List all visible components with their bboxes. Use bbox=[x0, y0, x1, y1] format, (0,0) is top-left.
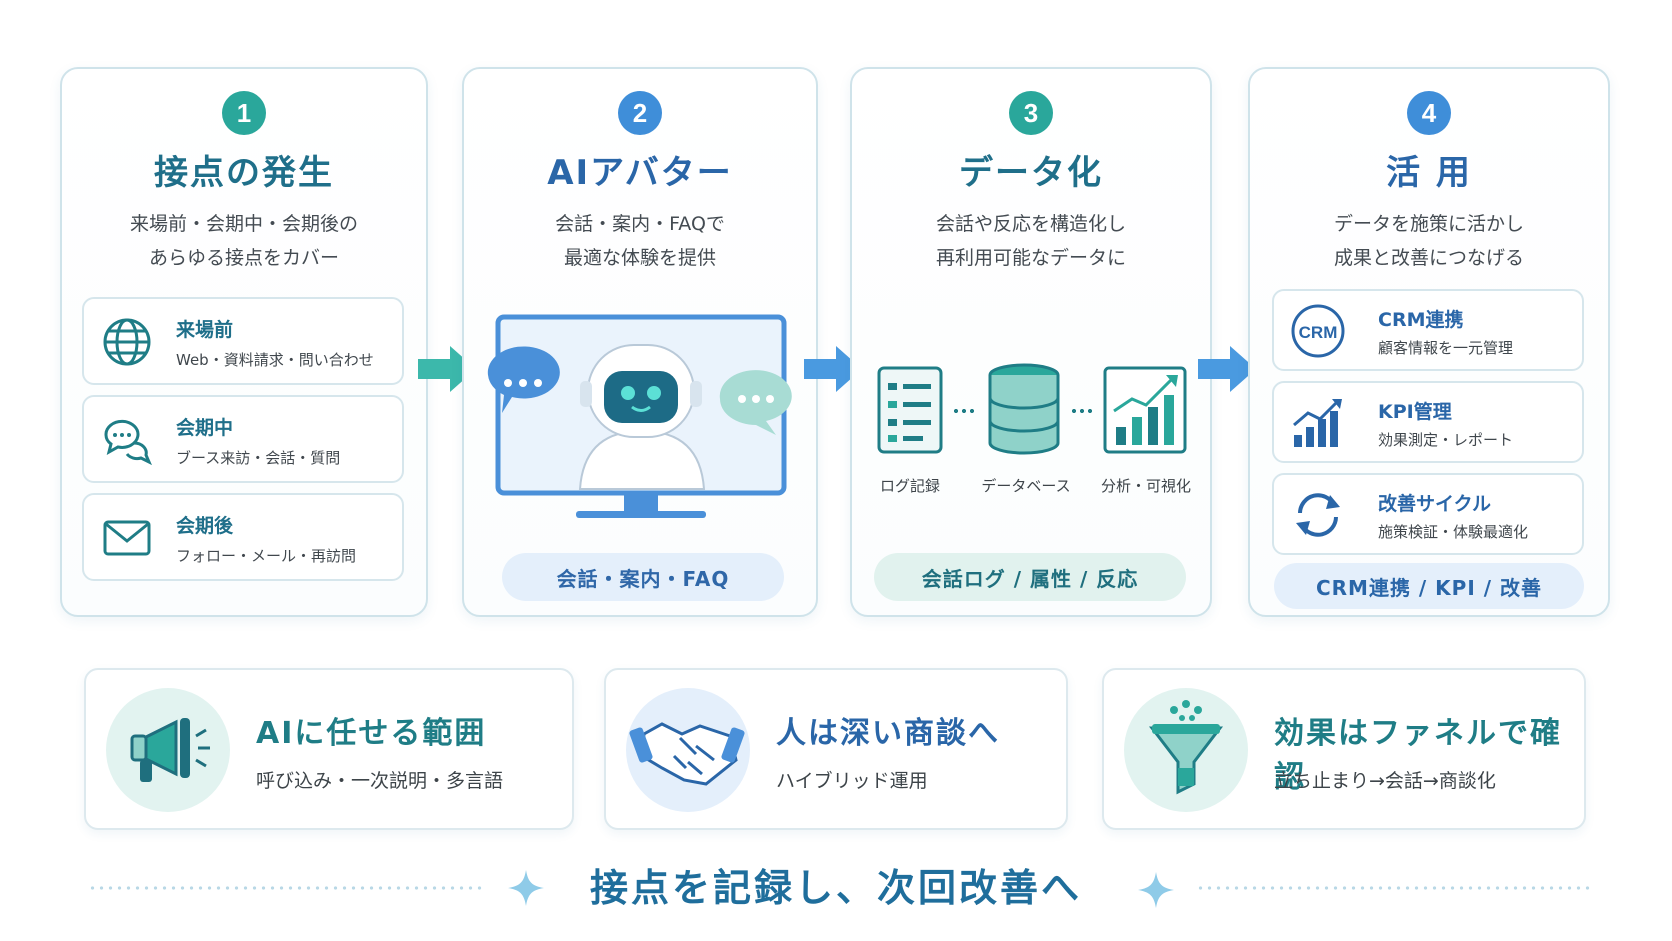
stage-desc-line: あらゆる接点をカバー bbox=[148, 247, 339, 269]
feature-sub: 呼び込み・一次説明・多言語 bbox=[256, 770, 504, 792]
use-item-kpi: KPI管理 効果測定・レポート bbox=[1272, 381, 1584, 463]
footer-dotted-line-right bbox=[1196, 886, 1592, 890]
feature-icon-circle bbox=[106, 688, 230, 812]
stage-card-utilization: 4 活 用 データを施策に活かし 成果と改善につなげる CRM CRM連携 顧客… bbox=[1248, 67, 1610, 617]
arrow-right-icon bbox=[1198, 346, 1256, 392]
globe-icon bbox=[103, 318, 151, 366]
data-step-label: 分析・可視化 bbox=[1100, 477, 1191, 495]
stage-description: 来場前・会期中・会期後の あらゆる接点をカバー bbox=[62, 207, 426, 275]
stage-card-ai-avatar: 2 AIアバター 会話・案内・FAQで 最適な体験を提供 会話・案内・FAQ bbox=[462, 67, 818, 617]
feature-sub: 立ち止まり→会話→商談化 bbox=[1274, 770, 1496, 792]
stage-number-badge: 3 bbox=[1009, 91, 1053, 135]
stage-title: データ化 bbox=[959, 153, 1103, 193]
log-list-icon bbox=[877, 366, 943, 454]
touch-item-sub: Web・資料請求・問い合わせ bbox=[176, 351, 374, 369]
use-item-title: KPI管理 bbox=[1378, 401, 1452, 423]
use-item-title: CRM連携 bbox=[1378, 309, 1464, 331]
feature-sub: ハイブリッド運用 bbox=[776, 770, 928, 792]
stage-desc-line: 再利用可能なデータに bbox=[935, 247, 1126, 269]
use-item-title: 改善サイクル bbox=[1378, 493, 1492, 515]
stage-desc-line: 来場前・会期中・会期後の bbox=[129, 213, 358, 235]
stage-desc-line: 成果と改善につなげる bbox=[1333, 247, 1524, 269]
touch-item-title: 会期後 bbox=[176, 515, 234, 537]
stage-description: 会話・案内・FAQで 最適な体験を提供 bbox=[464, 207, 816, 275]
stage-summary-pill: CRM連携 / KPI / 改善 bbox=[1274, 563, 1584, 609]
feature-icon-circle bbox=[626, 688, 750, 812]
stage-summary-pill: 会話・案内・FAQ bbox=[502, 553, 784, 601]
crm-icon-text: CRM bbox=[1299, 323, 1338, 342]
stage-number-badge: 2 bbox=[618, 91, 662, 135]
feature-title: AIに任せる範囲 bbox=[256, 716, 487, 751]
cycle-icon bbox=[1296, 493, 1340, 537]
touch-item-title: 来場前 bbox=[176, 319, 234, 341]
stage-title: 活 用 bbox=[1386, 153, 1472, 193]
touch-item-after: 会期後 フォロー・メール・再訪問 bbox=[82, 493, 404, 581]
stage-description: データを施策に活かし 成果と改善につなげる bbox=[1250, 207, 1608, 275]
arrow-right-icon bbox=[804, 346, 862, 392]
use-item-sub: 効果測定・レポート bbox=[1378, 431, 1514, 449]
chat-bubbles-icon bbox=[104, 419, 152, 466]
stage-title: AIアバター bbox=[547, 153, 733, 193]
use-item-cycle: 改善サイクル 施策検証・体験最適化 bbox=[1272, 473, 1584, 555]
stage-summary-pill: 会話ログ / 属性 / 反応 bbox=[874, 553, 1186, 601]
stage-description: 会話や反応を構造化し 再利用可能なデータに bbox=[852, 207, 1210, 275]
touch-item-title: 会期中 bbox=[176, 417, 234, 439]
stage-number-badge: 1 bbox=[222, 91, 266, 135]
feature-title: 人は深い商談へ bbox=[776, 716, 1000, 751]
footer-dotted-line-left bbox=[88, 886, 484, 890]
use-item-crm: CRM CRM連携 顧客情報を一元管理 bbox=[1272, 289, 1584, 371]
bar-chart-icon bbox=[1293, 399, 1342, 447]
megaphone-icon bbox=[130, 718, 210, 782]
stage-desc-line: データを施策に活かし bbox=[1333, 213, 1524, 235]
dotted-connector bbox=[1070, 409, 1096, 413]
feature-card-human-deal: 人は深い商談へ ハイブリッド運用 bbox=[604, 668, 1068, 830]
use-item-sub: 顧客情報を一元管理 bbox=[1378, 339, 1514, 357]
touch-item-before: 来場前 Web・資料請求・問い合わせ bbox=[82, 297, 404, 385]
stage-desc-line: 会話や反応を構造化し bbox=[935, 213, 1126, 235]
feature-card-ai-scope: AIに任せる範囲 呼び込み・一次説明・多言語 bbox=[84, 668, 574, 830]
sparkle-icon bbox=[1138, 872, 1174, 908]
database-icon bbox=[988, 363, 1060, 455]
dotted-connector bbox=[952, 409, 978, 413]
mail-icon bbox=[103, 520, 151, 556]
stage-desc-line: 最適な体験を提供 bbox=[563, 247, 716, 269]
analytics-chart-icon bbox=[1103, 366, 1187, 454]
use-item-sub: 施策検証・体験最適化 bbox=[1378, 523, 1529, 541]
touch-item-during: 会期中 ブース来訪・会話・質問 bbox=[82, 395, 404, 483]
stage-title: 接点の発生 bbox=[154, 153, 334, 193]
stage-desc-line: 会話・案内・FAQで bbox=[555, 213, 725, 235]
feature-title: 効果はファネルで確認 bbox=[1274, 716, 1562, 795]
data-step-label: ログ記録 bbox=[879, 477, 940, 495]
touch-item-sub: フォロー・メール・再訪問 bbox=[176, 547, 357, 565]
touch-item-sub: ブース来訪・会話・質問 bbox=[176, 449, 341, 467]
monitor-robot-icon bbox=[487, 314, 792, 518]
stage-card-touchpoint: 1 接点の発生 来場前・会期中・会期後の あらゆる接点をカバー 来場前 Web・… bbox=[60, 67, 428, 617]
feature-card-funnel: 効果はファネルで確認 立ち止まり→会話→商談化 bbox=[1102, 668, 1586, 830]
data-step-label: データベース bbox=[981, 477, 1071, 495]
stage-card-data: 3 データ化 会話や反応を構造化し 再利用可能なデータに ログ記録 データベース… bbox=[850, 67, 1212, 617]
crm-icon: CRM bbox=[1291, 304, 1345, 358]
sparkle-icon bbox=[508, 870, 544, 906]
handshake-icon bbox=[629, 722, 745, 786]
footer-message: 接点を記録し、次回改善へ bbox=[589, 866, 1082, 910]
funnel-icon bbox=[1148, 700, 1224, 795]
feature-icon-circle bbox=[1124, 688, 1248, 812]
stage-number-badge: 4 bbox=[1407, 91, 1451, 135]
